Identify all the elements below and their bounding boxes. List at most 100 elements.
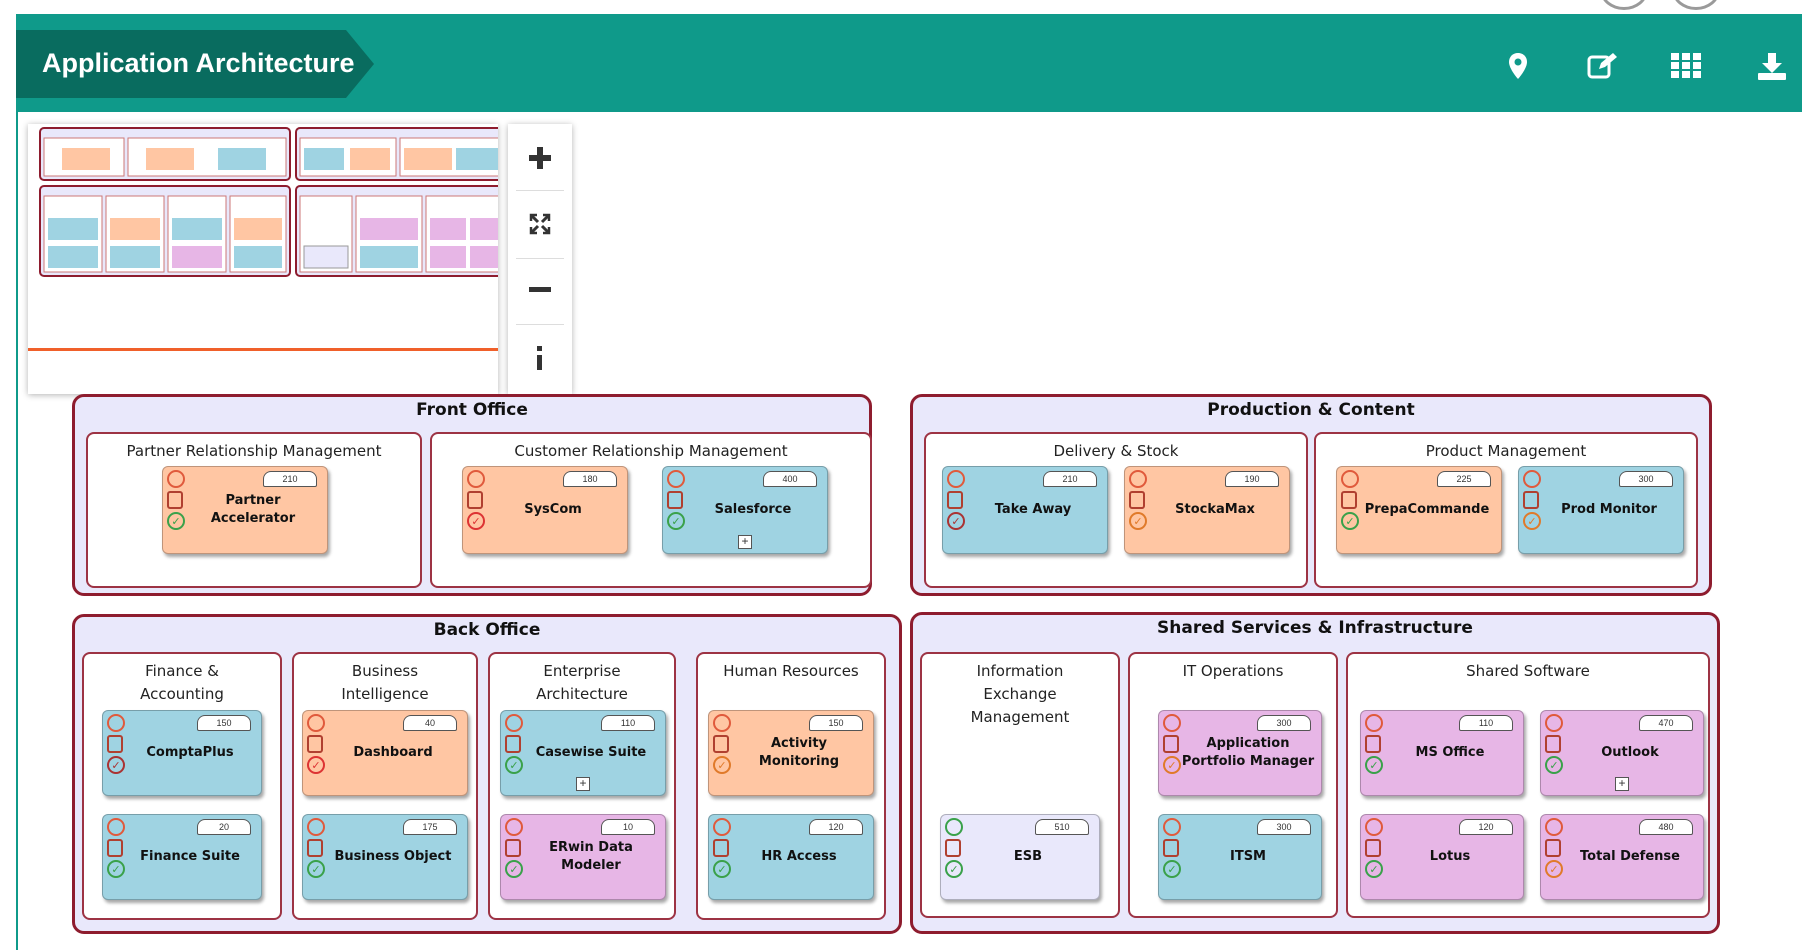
check-icon: ✓ bbox=[107, 860, 125, 878]
app-card[interactable]: ✓ 300 Prod Monitor bbox=[1518, 466, 1684, 554]
app-card[interactable]: ✓ 470 Outlook + bbox=[1540, 710, 1704, 796]
grid-view-icon[interactable] bbox=[1666, 46, 1706, 86]
avatar[interactable] bbox=[1672, 0, 1720, 10]
status-icon bbox=[1523, 470, 1541, 488]
app-card[interactable]: ✓ 120 HR Access bbox=[708, 814, 874, 900]
document-icon bbox=[167, 491, 183, 509]
app-card[interactable]: ✓ 300 ITSM bbox=[1158, 814, 1322, 900]
download-icon[interactable] bbox=[1752, 46, 1792, 86]
app-name: ITSM bbox=[1229, 849, 1266, 864]
minimap[interactable] bbox=[28, 124, 498, 394]
status-icon bbox=[1545, 818, 1563, 836]
app-card[interactable]: ✓ 225 PrepaCommande bbox=[1336, 466, 1502, 554]
check-icon: ✓ bbox=[1163, 860, 1181, 878]
app-card[interactable]: ✓ 210 Partner Accelerator bbox=[162, 466, 328, 554]
count-badge: 510 bbox=[1035, 819, 1089, 835]
app-card[interactable]: ✓ 190 StockaMax bbox=[1124, 466, 1290, 554]
status-icon bbox=[1365, 818, 1383, 836]
app-card[interactable]: ✓ 110 Casewise Suite + bbox=[500, 710, 666, 796]
expand-icon[interactable]: + bbox=[738, 535, 752, 549]
check-icon: ✓ bbox=[945, 860, 963, 878]
count-badge: 175 bbox=[403, 819, 457, 835]
edit-icon[interactable] bbox=[1582, 46, 1622, 86]
check-icon: ✓ bbox=[467, 512, 485, 530]
subgroup-partner-relationship-management: Partner Relationship Management bbox=[86, 432, 422, 588]
check-icon: ✓ bbox=[1545, 756, 1563, 774]
check-icon: ✓ bbox=[1341, 512, 1359, 530]
app-card[interactable]: ✓ 210 Take Away bbox=[942, 466, 1108, 554]
app-card[interactable]: ✓ 180 SysCom bbox=[462, 466, 628, 554]
zoom-controls bbox=[508, 124, 572, 394]
expand-icon[interactable]: + bbox=[576, 777, 590, 791]
subgroup-title: Information Exchange Management bbox=[970, 662, 1070, 726]
document-icon bbox=[1523, 491, 1539, 509]
count-badge: 20 bbox=[197, 819, 251, 835]
app-card[interactable]: ✓ 480 Total Defense bbox=[1540, 814, 1704, 900]
document-icon bbox=[107, 735, 123, 753]
document-icon bbox=[307, 839, 323, 857]
expand-icon[interactable]: + bbox=[1615, 777, 1629, 791]
app-card[interactable]: ✓ 510 ESB bbox=[940, 814, 1100, 900]
group-title: Back Office bbox=[433, 620, 541, 640]
app-name: MS Office bbox=[1415, 745, 1485, 760]
status-icon bbox=[947, 470, 965, 488]
status-icon bbox=[667, 470, 685, 488]
avatar[interactable] bbox=[1600, 0, 1648, 10]
app-name: Partner Accelerator bbox=[210, 493, 296, 526]
app-card[interactable]: ✓ 20 Finance Suite bbox=[102, 814, 262, 900]
app-card[interactable]: ✓ 10 ERwin Data Modeler bbox=[500, 814, 666, 900]
zoom-divider bbox=[516, 258, 564, 259]
app-card[interactable]: ✓ 300 Application Portfolio Manager bbox=[1158, 710, 1322, 796]
info-icon[interactable] bbox=[516, 328, 564, 388]
document-icon bbox=[1365, 839, 1381, 857]
subgroup-title: Finance & Accounting bbox=[140, 662, 224, 703]
fit-view-icon[interactable] bbox=[516, 194, 564, 254]
document-icon bbox=[505, 735, 521, 753]
zoom-out-icon[interactable] bbox=[516, 260, 564, 320]
check-icon: ✓ bbox=[1545, 860, 1563, 878]
status-icon bbox=[467, 470, 485, 488]
status-icon bbox=[107, 818, 125, 836]
app-card[interactable]: ✓ 150 Activity Monitoring bbox=[708, 710, 874, 796]
subgroup-title: IT Operations bbox=[1182, 662, 1284, 680]
check-icon: ✓ bbox=[1365, 860, 1383, 878]
status-icon bbox=[505, 818, 523, 836]
minimap-canvas bbox=[28, 124, 498, 384]
count-badge: 225 bbox=[1437, 471, 1491, 487]
subgroup-title: Partner Relationship Management bbox=[126, 442, 382, 460]
document-icon bbox=[1163, 735, 1179, 753]
count-badge: 120 bbox=[1459, 819, 1513, 835]
app-name: Salesforce bbox=[714, 502, 792, 517]
location-pin-icon[interactable] bbox=[1498, 46, 1538, 86]
group-title: Production & Content bbox=[1207, 400, 1415, 420]
document-icon bbox=[1365, 735, 1381, 753]
app-card[interactable]: ✓ 40 Dashboard bbox=[302, 710, 468, 796]
zoom-in-icon[interactable] bbox=[516, 128, 564, 188]
app-name: HR Access bbox=[761, 849, 837, 864]
document-icon bbox=[467, 491, 483, 509]
count-badge: 210 bbox=[1043, 471, 1097, 487]
document-icon bbox=[505, 839, 521, 857]
subgroup-title: Customer Relationship Management bbox=[514, 442, 788, 460]
app-card[interactable]: ✓ 400 Salesforce + bbox=[662, 466, 828, 554]
check-icon: ✓ bbox=[947, 512, 965, 530]
subgroup-title: Product Management bbox=[1425, 442, 1587, 460]
subgroup-title: Business Intelligence bbox=[341, 662, 429, 703]
app-card[interactable]: ✓ 175 Business Object bbox=[302, 814, 468, 900]
count-badge: 300 bbox=[1257, 819, 1311, 835]
app-name: Activity Monitoring bbox=[758, 736, 840, 769]
check-icon: ✓ bbox=[1365, 756, 1383, 774]
app-card[interactable]: ✓ 120 Lotus bbox=[1360, 814, 1524, 900]
app-name: StockaMax bbox=[1175, 502, 1255, 517]
app-name: PrepaCommande bbox=[1364, 502, 1490, 517]
minimap-viewport-indicator[interactable] bbox=[28, 348, 498, 351]
app-card[interactable]: ✓ 110 MS Office bbox=[1360, 710, 1524, 796]
app-card[interactable]: ✓ 150 ComptaPlus bbox=[102, 710, 262, 796]
count-badge: 150 bbox=[197, 715, 251, 731]
app-name: ESB bbox=[1013, 849, 1043, 864]
document-icon bbox=[1545, 735, 1561, 753]
count-badge: 480 bbox=[1639, 819, 1693, 835]
check-icon: ✓ bbox=[107, 756, 125, 774]
page-title: Application Architecture bbox=[42, 48, 355, 78]
app-name: Take Away bbox=[994, 502, 1072, 517]
